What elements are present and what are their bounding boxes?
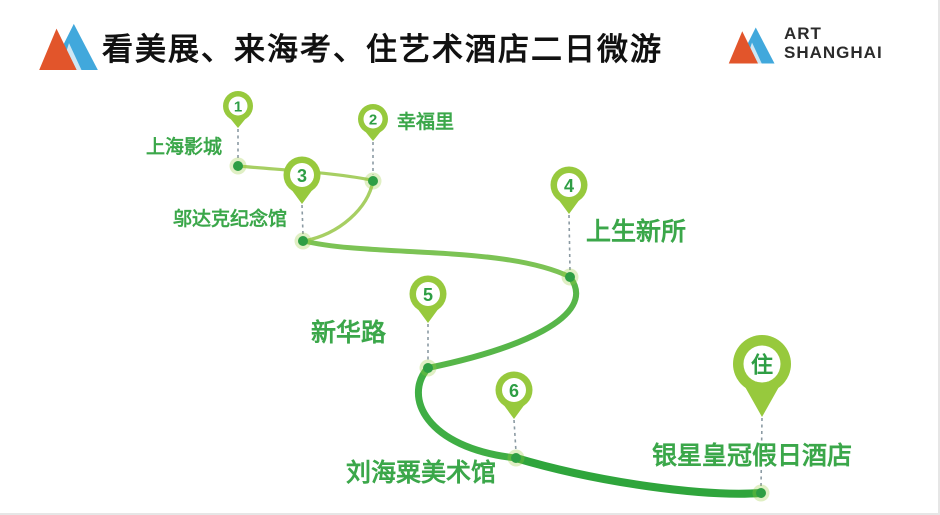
pin-inner — [502, 378, 526, 402]
pin-marker-hotel: 住 — [751, 353, 773, 378]
brand-text: ART SHANGHAI — [784, 25, 883, 62]
route-segment-4-5 — [425, 274, 580, 371]
stop-label-xingfuli: 幸福里 — [397, 112, 455, 133]
route-segment-6-7 — [512, 454, 765, 498]
pin-inner — [416, 282, 440, 306]
brand-lockup: ART SHANGHAI — [728, 24, 883, 64]
map-pin-6: 6 — [495, 371, 533, 419]
brand-line-1: ART — [784, 24, 822, 44]
stop-label-xinhua-road: 新华路 — [311, 319, 387, 347]
brand-line-2: SHANGHAI — [784, 43, 883, 62]
pin-connectors — [237, 129, 763, 488]
route-segment-2-3 — [302, 179, 375, 243]
connector-3 — [301, 204, 304, 236]
route-segment-5-6 — [415, 364, 520, 462]
logo-red-peak — [728, 31, 758, 64]
map-pin-1: 1 — [223, 91, 253, 128]
pin-number-1: 1 — [234, 99, 242, 116]
pin-number-5: 5 — [423, 285, 433, 305]
map-pin-5: 5 — [409, 275, 447, 323]
pin-tail — [503, 404, 525, 419]
map-pin-hotel: 住 — [733, 335, 791, 417]
pin-inner — [290, 163, 314, 187]
pin-number-2: 2 — [369, 112, 377, 129]
location-dot-1 — [233, 161, 243, 171]
stop-label-columbia-circle: 上生新所 — [586, 218, 687, 246]
location-dot-4 — [565, 272, 575, 282]
pin-inner — [228, 96, 248, 116]
location-dot-7 — [756, 488, 766, 498]
logo-red-peak — [39, 28, 77, 70]
m-mountain-logo-small — [728, 27, 775, 64]
pin-tail — [744, 385, 780, 417]
stop-label-liu-haisu-art-museum: 刘海粟美术馆 — [346, 459, 497, 487]
page-title: 看美展、来海考、住艺术酒店二日微游 — [102, 32, 663, 67]
connector-7 — [760, 417, 763, 488]
pin-number-4: 4 — [564, 176, 574, 196]
map-pin-2: 2 — [358, 104, 388, 141]
pin-inner — [743, 345, 781, 383]
pin-number-6: 6 — [509, 381, 519, 401]
connector-4 — [568, 214, 571, 272]
route-segment-3-4 — [301, 238, 573, 280]
location-dot-2 — [368, 176, 378, 186]
map-pin-4: 4 — [550, 166, 588, 214]
connector-6 — [513, 419, 517, 453]
stop-label-hudec-memorial: 邬达克纪念馆 — [173, 209, 288, 230]
location-dot-3 — [298, 236, 308, 246]
pin-inner — [557, 173, 581, 197]
pin-inner — [363, 109, 383, 129]
pin-number-3: 3 — [297, 166, 307, 186]
stop-label-shanghai-film-art-center: 上海影城 — [146, 137, 223, 158]
pin-tail — [417, 308, 439, 323]
stop-label-crowne-plaza-hotel: 银星皇冠假日酒店 — [652, 442, 853, 470]
m-mountain-logo — [39, 23, 98, 70]
pin-tail — [291, 189, 313, 204]
location-dot-5 — [423, 363, 433, 373]
map-pin-3: 3 — [283, 156, 321, 204]
pin-tail — [558, 199, 580, 214]
location-dots — [229, 157, 770, 502]
location-dot-6 — [511, 453, 521, 463]
